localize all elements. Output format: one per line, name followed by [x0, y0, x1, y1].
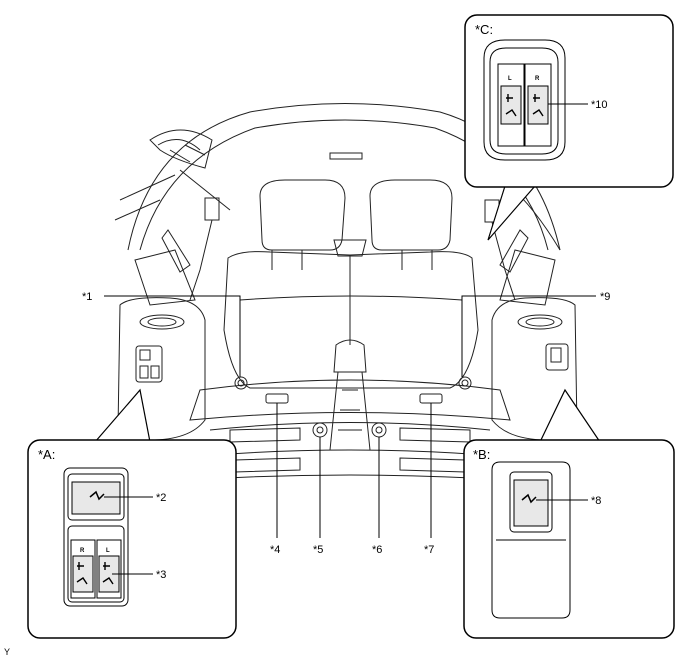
inset-a-switch-l-mark: L: [106, 548, 110, 554]
callout-1: *1: [82, 291, 92, 303]
main-callouts: [104, 295, 596, 538]
inset-a-title: *A:: [38, 447, 55, 462]
callout-10: *10: [591, 99, 608, 111]
callout-2: *2: [156, 492, 166, 504]
callout-3: *3: [156, 569, 166, 581]
inset-c-frame: [464, 14, 674, 188]
inset-b: *B: *8: [463, 388, 675, 639]
vehicle-interior-illustration: [114, 103, 578, 481]
inset-a-switch-r-mark: R: [80, 548, 85, 554]
rear-seat-switch-b: [491, 461, 571, 619]
inset-a-pointer: [94, 388, 151, 443]
inset-c-title: *C:: [475, 22, 493, 37]
rear-seat-switch-a: [63, 467, 129, 607]
inset-c-pointer: [487, 185, 536, 241]
inset-a-frame: [27, 439, 237, 639]
inset-c: *C: L R *10: [464, 14, 674, 241]
inset-c-switch-r-mark: R: [535, 76, 540, 82]
inset-c-switch-l-mark: L: [508, 76, 512, 82]
footer-code: Y: [4, 647, 10, 657]
callout-6: *6: [372, 544, 382, 556]
callout-4: *4: [270, 544, 280, 556]
callout-9: *9: [600, 291, 610, 303]
callout-1-leader: [104, 295, 241, 377]
inset-b-pointer: [539, 388, 601, 443]
inset-b-frame: [463, 439, 675, 639]
callout-9-leader: [461, 295, 596, 377]
rear-seat-switch-c: [483, 39, 566, 161]
callout-7: *7: [424, 544, 434, 556]
inset-a: *A: R L *2 *3: [27, 388, 237, 639]
callout-8: *8: [591, 495, 601, 507]
inset-b-title: *B:: [473, 447, 490, 462]
callout-5: *5: [313, 544, 323, 556]
